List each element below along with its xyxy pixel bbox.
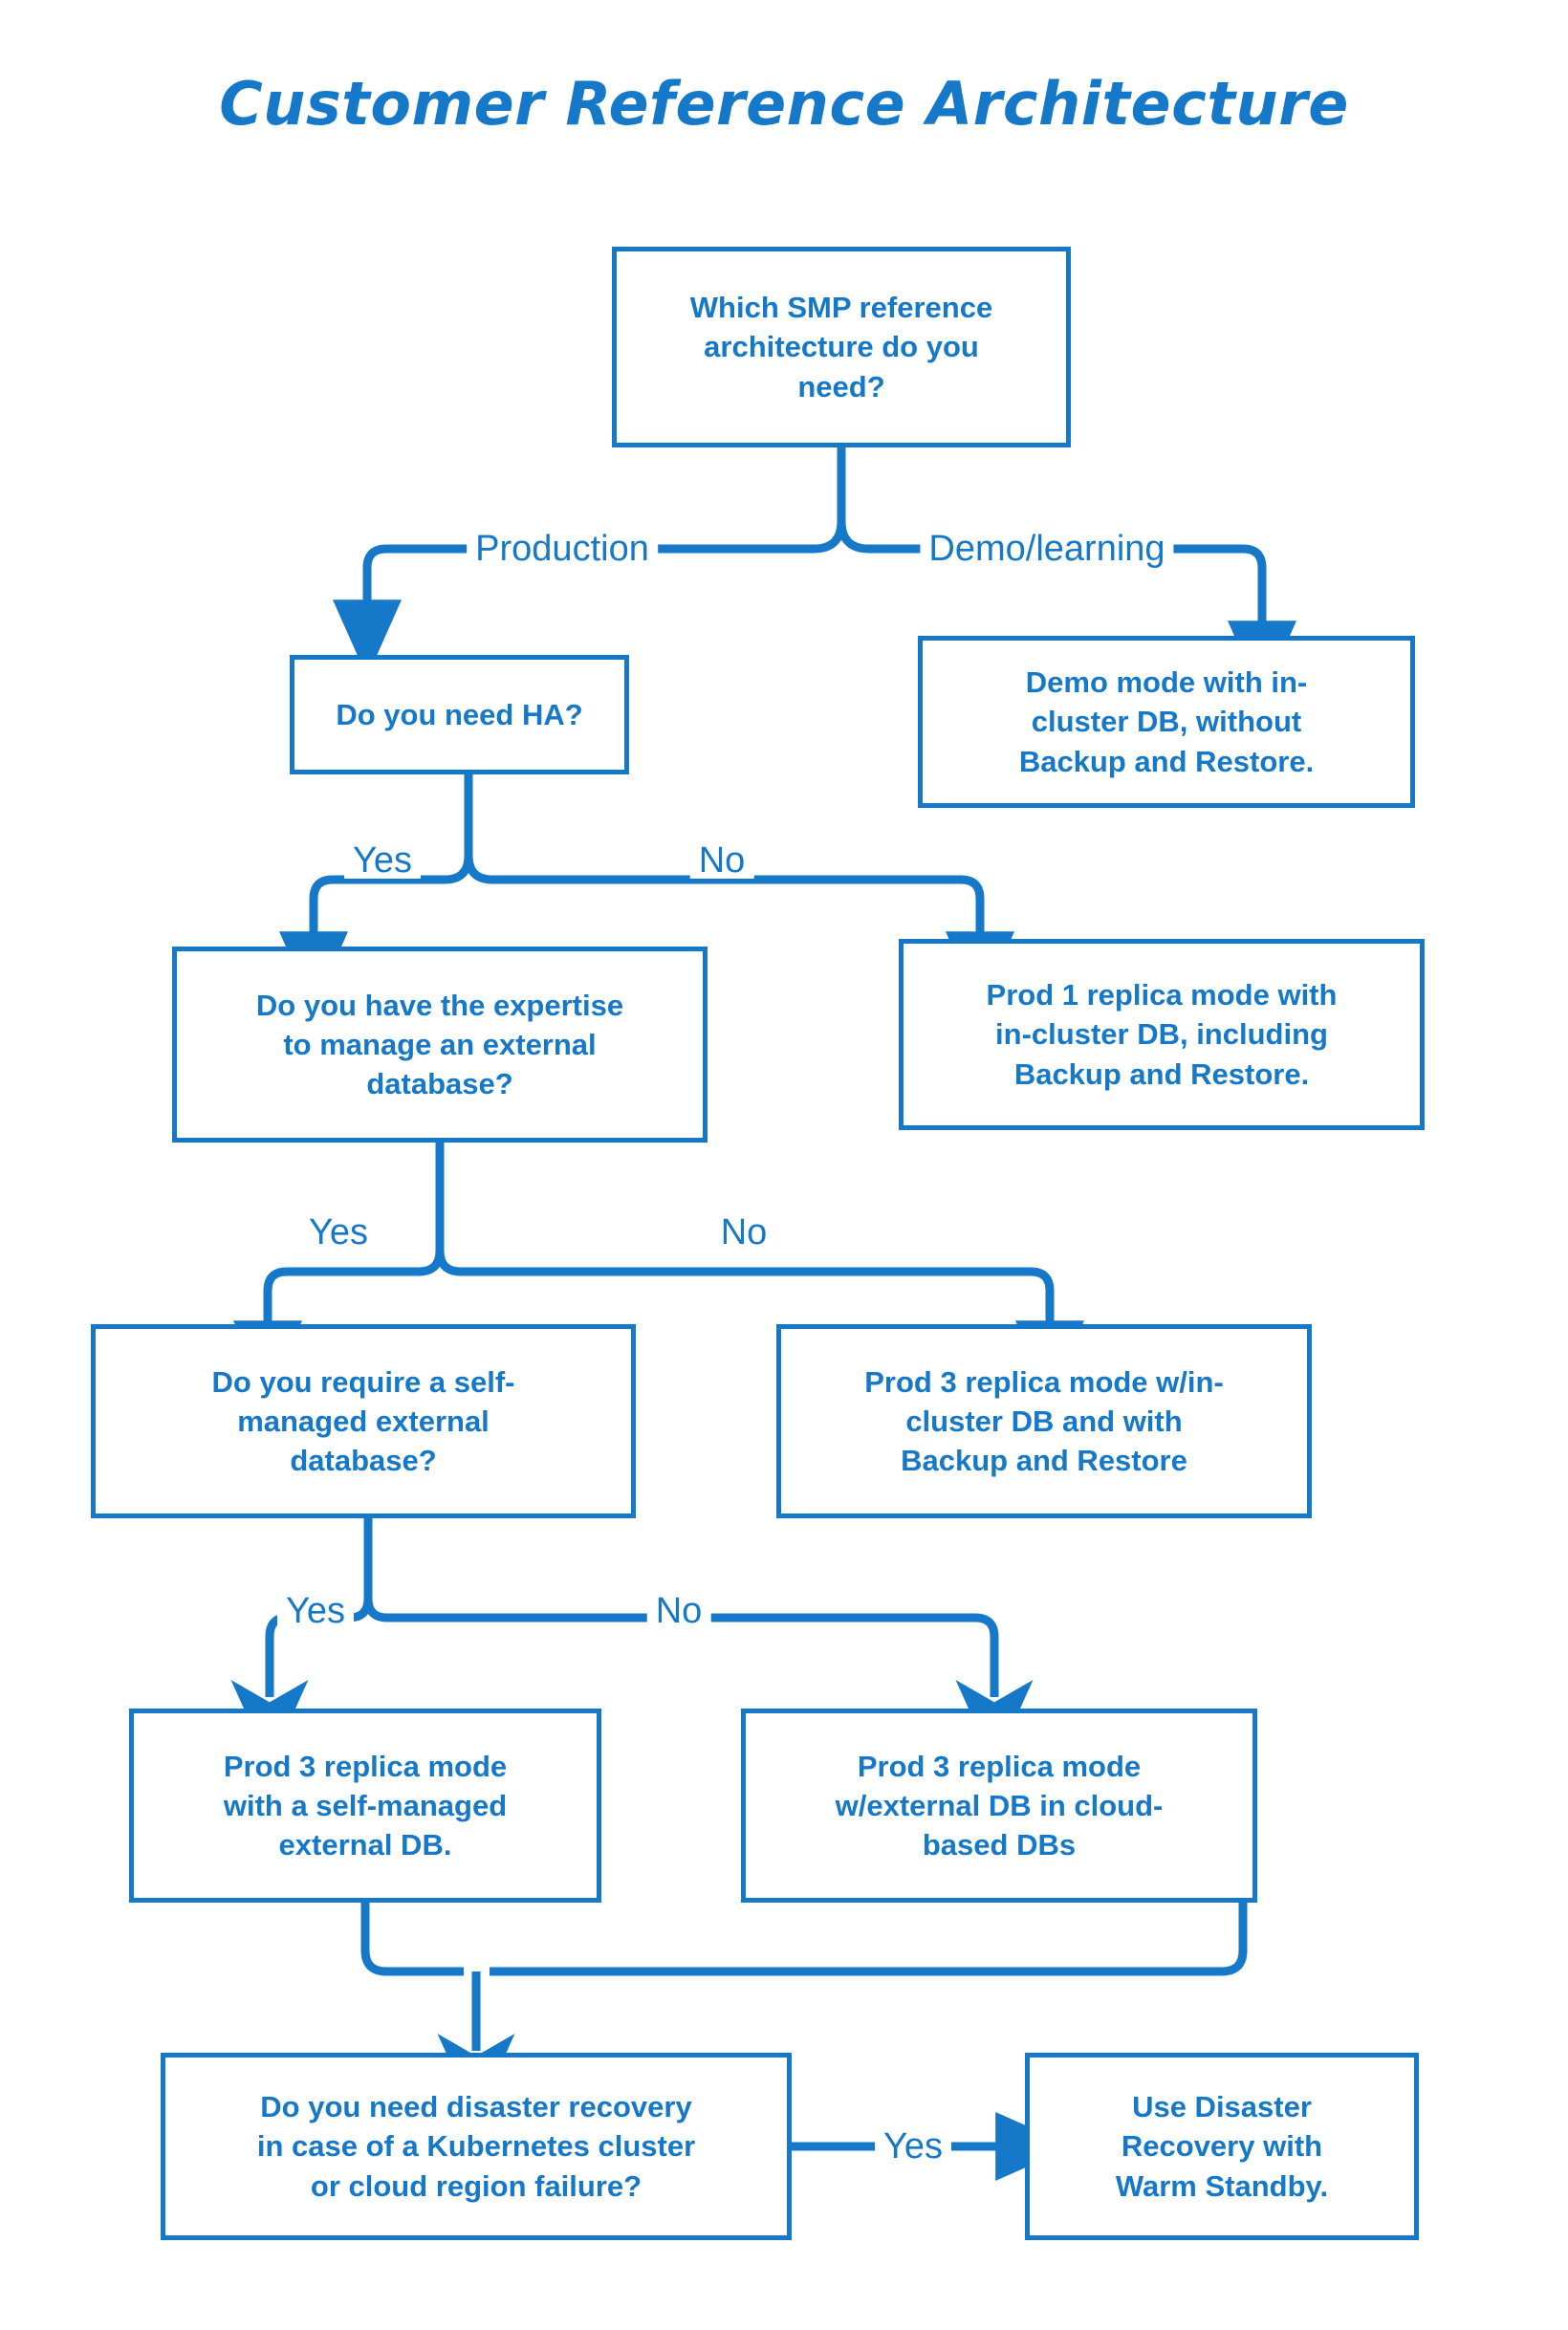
edge-label-selfmgd-yes: Yes (277, 1593, 354, 1629)
node-do-you-have-expertise[interactable]: Do you have the expertise to manage an e… (172, 947, 708, 1143)
node-label: Do you need HA? (336, 697, 583, 731)
node-label: Prod 3 replica mode w/external DB in clo… (835, 1749, 1164, 1862)
node-label: Use Disaster Recovery with Warm Standby. (1115, 2090, 1329, 2203)
edge-label-expertise-yes: Yes (300, 1214, 377, 1251)
edge-label-ha-no: No (689, 842, 754, 879)
edge-label-expertise-no: No (711, 1214, 776, 1251)
edge-label-dr-yes: Yes (875, 2128, 951, 2165)
node-do-you-need-disaster-recovery[interactable]: Do you need disaster recovery in case of… (161, 2053, 792, 2240)
node-label: Prod 1 replica mode with in-cluster DB, … (986, 978, 1338, 1091)
node-prod1-replica-mode[interactable]: Prod 1 replica mode with in-cluster DB, … (899, 939, 1425, 1130)
node-which-smp-reference-architecture[interactable]: Which SMP reference architecture do you … (612, 247, 1071, 447)
node-label: Demo mode with in- cluster DB, without B… (1018, 665, 1315, 778)
node-prod3-self-managed-db[interactable]: Prod 3 replica mode with a self-managed … (129, 1709, 601, 1903)
node-label: Prod 3 replica mode w/in- cluster DB and… (864, 1364, 1224, 1478)
edge-label-selfmgd-no: No (646, 1593, 711, 1629)
node-prod3-cloud-based-db[interactable]: Prod 3 replica mode w/external DB in clo… (741, 1709, 1257, 1903)
node-label: Do you need disaster recovery in case of… (256, 2090, 696, 2203)
edge-expertise-yes (233, 1250, 445, 1399)
node-use-disaster-recovery-warm-standby[interactable]: Use Disaster Recovery with Warm Standby. (1025, 2053, 1419, 2240)
node-demo-mode[interactable]: Demo mode with in- cluster DB, without B… (918, 636, 1415, 808)
edge-label-production: Production (467, 531, 658, 567)
node-label: Do you require a self- managed external … (211, 1364, 515, 1478)
edge-label-ha-yes: Yes (344, 842, 421, 879)
node-do-you-need-ha[interactable]: Do you need HA? (290, 655, 629, 774)
page-title: Customer Reference Architecture (219, 69, 1349, 139)
edge-label-demo-learning: Demo/learning (920, 531, 1174, 567)
edge-expertise-no (435, 1250, 1084, 1399)
node-label: Which SMP reference architecture do you … (689, 291, 993, 403)
node-prod3-in-cluster-db[interactable]: Prod 3 replica mode w/in- cluster DB and… (776, 1324, 1312, 1518)
edge-prod3self-merge (360, 1903, 464, 1976)
node-do-you-require-self-managed-db[interactable]: Do you require a self- managed external … (91, 1324, 636, 1518)
node-label: Do you have the expertise to manage an e… (255, 988, 624, 1101)
edge-prod3cloud-merge (490, 1903, 1248, 1976)
node-label: Prod 3 replica mode with a self-managed … (223, 1749, 508, 1862)
